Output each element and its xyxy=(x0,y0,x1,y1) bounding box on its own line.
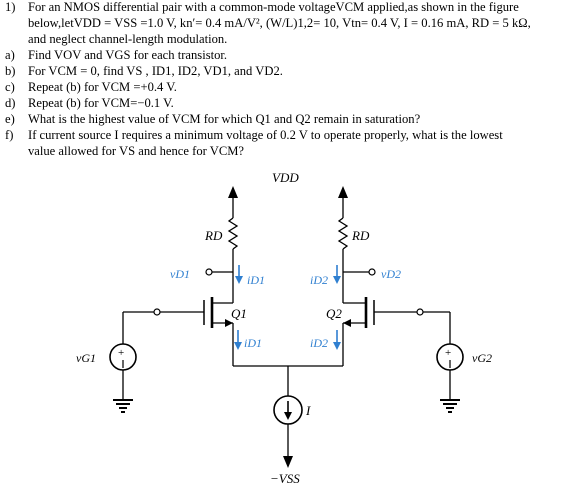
q2-label: Q2 xyxy=(326,306,342,321)
id1-bottom-arrow xyxy=(234,330,242,350)
id2-top-arrow xyxy=(333,265,341,284)
left-supply-arrow xyxy=(228,186,238,218)
q1-transistor xyxy=(153,297,234,366)
vd2-label: vD2 xyxy=(381,267,401,281)
intro-line: and neglect channel-length modulation. xyxy=(28,32,228,46)
vd1-label: vD1 xyxy=(170,267,190,281)
part-text: Repeat (b) for VCM=−0.1 V. xyxy=(28,96,174,110)
source-node-wire xyxy=(233,365,343,396)
right-supply-arrow xyxy=(338,186,348,218)
rd-left-resistor xyxy=(227,217,239,303)
current-source-icon xyxy=(273,395,303,468)
part-label: b) xyxy=(5,64,16,78)
id1-top-label: iD1 xyxy=(247,273,265,287)
svg-text:+: + xyxy=(118,347,124,359)
part-text: Repeat (b) for VCM =+0.4 V. xyxy=(28,80,177,94)
part-text: If current source I requires a minimum v… xyxy=(28,128,503,142)
ground-icon xyxy=(440,399,460,413)
vd1-terminal xyxy=(205,268,233,276)
vd2-terminal xyxy=(343,268,376,276)
part-label: d) xyxy=(5,96,16,110)
vg1-label: vG1 xyxy=(76,351,96,365)
intro-line: For an NMOS differential pair with a com… xyxy=(28,0,519,14)
part-text: value allowed for VS and hence for VCM? xyxy=(28,144,245,158)
q1-label: Q1 xyxy=(231,306,247,321)
ground-icon xyxy=(113,399,133,413)
id1-top-arrow xyxy=(235,265,243,284)
part-text: Find VOV and VGS for each transistor. xyxy=(28,48,228,62)
intro-line: below,letVDD = VSS =1.0 V, kn′= 0.4 mA/V… xyxy=(28,16,531,30)
part-text: What is the highest value of VCM for whi… xyxy=(28,112,421,126)
problem-number: 1) xyxy=(5,0,16,14)
vg2-label: vG2 xyxy=(472,351,492,365)
vg1-source-icon: + xyxy=(109,311,154,400)
current-source-label: I xyxy=(305,403,311,418)
vss-label: −VSS xyxy=(270,471,300,486)
q2-transistor xyxy=(342,297,424,366)
part-label: c) xyxy=(5,80,15,94)
id2-top-label: iD2 xyxy=(310,273,328,287)
part-label: f) xyxy=(5,128,14,142)
rd-left-label: RD xyxy=(204,228,223,243)
part-text: For VCM = 0, find VS , ID1, ID2, VD1, an… xyxy=(28,64,283,78)
id1-bottom-label: iD1 xyxy=(244,336,262,350)
vdd-label: VDD xyxy=(272,170,299,185)
vg2-source-icon: + xyxy=(423,311,464,400)
rd-right-label: RD xyxy=(351,228,370,243)
part-label: e) xyxy=(5,112,15,126)
svg-text:+: + xyxy=(445,347,451,359)
id2-bottom-label: iD2 xyxy=(310,336,328,350)
part-label: a) xyxy=(5,48,15,62)
rd-right-resistor xyxy=(337,217,349,303)
id2-bottom-arrow xyxy=(333,330,341,350)
